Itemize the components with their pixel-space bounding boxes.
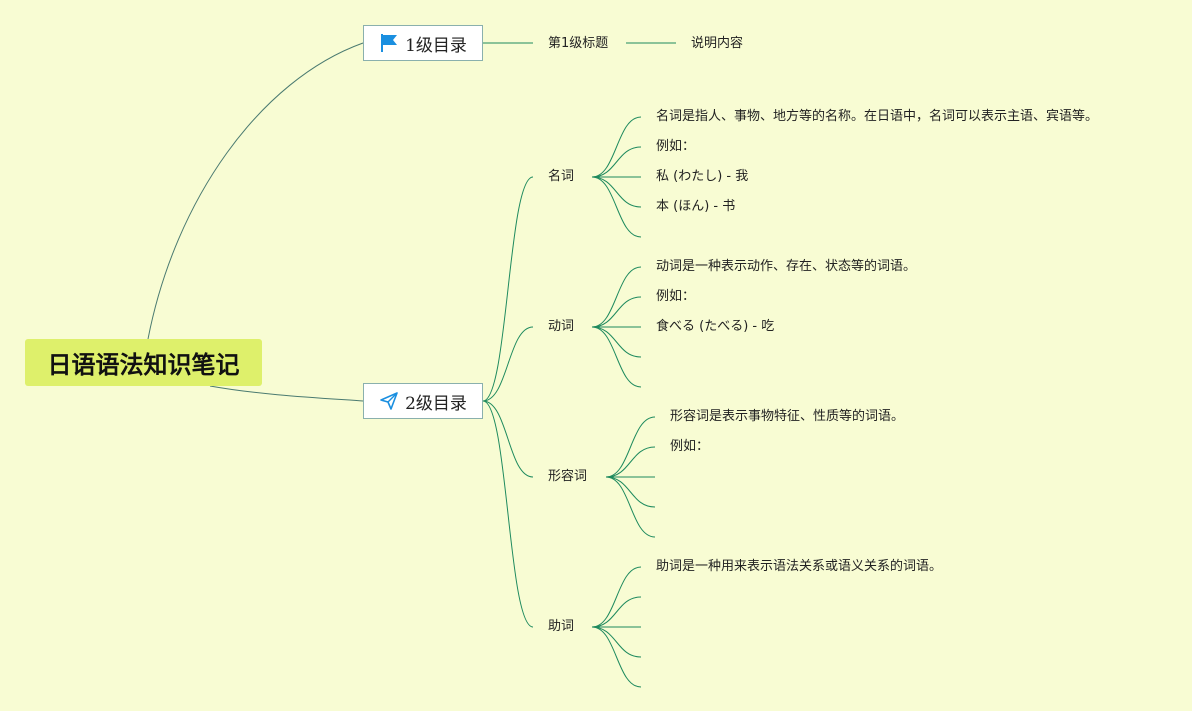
leaf-adjective-definition[interactable]: 形容词是表示事物特征、性质等的词语。 bbox=[670, 409, 905, 424]
leaf-particle-definition[interactable]: 助词是一种用来表示语法关系或语义关系的词语。 bbox=[656, 559, 943, 574]
subtopic-adjective[interactable]: 形容词 bbox=[548, 469, 588, 484]
connector-subtopic2-leaf3 bbox=[605, 476, 656, 508]
connector-subtopic3-leaf3 bbox=[591, 626, 642, 658]
connector-branch2-subtopic-3 bbox=[482, 400, 534, 628]
leaf-noun-definition[interactable]: 名词是指人、事物、地方等的名称。在日语中，名词可以表示主语、宾语等。 bbox=[656, 109, 1099, 124]
connector-subtopic3-leaf4 bbox=[591, 626, 642, 688]
paper-plane-icon bbox=[379, 391, 399, 411]
subtopic-particle[interactable]: 助词 bbox=[548, 619, 575, 634]
branch-topic-label: 1级目录 bbox=[405, 35, 467, 56]
leaf-noun-example-2[interactable]: 本 (ほん) - 书 bbox=[656, 199, 736, 214]
subtopic-level1-title[interactable]: 第1级标题 bbox=[548, 36, 609, 51]
branch-topic-label: 2级目录 bbox=[405, 393, 467, 414]
leaf-verb-definition[interactable]: 动词是一种表示动作、存在、状态等的词语。 bbox=[656, 259, 917, 274]
connector-subtopic1-leaf4 bbox=[591, 326, 642, 388]
subtopic-verb[interactable]: 动词 bbox=[548, 319, 575, 334]
leaf-description[interactable]: 说明内容 bbox=[691, 36, 744, 51]
connector-root-branch2 bbox=[209, 385, 364, 402]
connector-subtopic2-leaf0 bbox=[605, 416, 656, 478]
connector-branch2-subtopic-2 bbox=[482, 400, 534, 478]
connector-subtopic1-leaf3 bbox=[591, 326, 642, 358]
connector-subtopic2-leaf1 bbox=[605, 446, 656, 478]
connector-subtopic3-leaf1 bbox=[591, 596, 642, 628]
connector-subtopic2-leaf4 bbox=[605, 476, 656, 538]
root-topic-label: 日语语法知识笔记 bbox=[47, 351, 240, 379]
connector-branch2-subtopic-0 bbox=[482, 176, 534, 402]
leaf-noun-example-1[interactable]: 私 (わたし) - 我 bbox=[656, 169, 749, 184]
root-topic[interactable]: 日语语法知识笔记 bbox=[25, 339, 262, 386]
connector-subtopic3-leaf0 bbox=[591, 566, 642, 628]
connector-subtopic0-leaf0 bbox=[591, 116, 642, 178]
connector-branch2-subtopic-1 bbox=[482, 326, 534, 402]
leaf-adjective-example-heading[interactable]: 例如： bbox=[670, 439, 710, 454]
connector-subtopic1-leaf1 bbox=[591, 296, 642, 328]
leaf-verb-example-heading[interactable]: 例如： bbox=[656, 289, 696, 304]
subtopic-noun[interactable]: 名词 bbox=[548, 169, 575, 184]
connector-subtopic0-leaf3 bbox=[591, 176, 642, 208]
flag-icon bbox=[379, 33, 399, 53]
branch-topic-level1[interactable]: 1级目录 bbox=[363, 25, 483, 61]
connector-subtopic0-leaf4 bbox=[591, 176, 642, 238]
connector-subtopic1-leaf0 bbox=[591, 266, 642, 328]
leaf-verb-example-1[interactable]: 食べる (たべる) - 吃 bbox=[656, 319, 775, 334]
connector-root-branch1 bbox=[147, 42, 364, 340]
branch-topic-level2[interactable]: 2级目录 bbox=[363, 383, 483, 419]
leaf-noun-example-heading[interactable]: 例如： bbox=[656, 139, 696, 154]
connector-subtopic0-leaf1 bbox=[591, 146, 642, 178]
